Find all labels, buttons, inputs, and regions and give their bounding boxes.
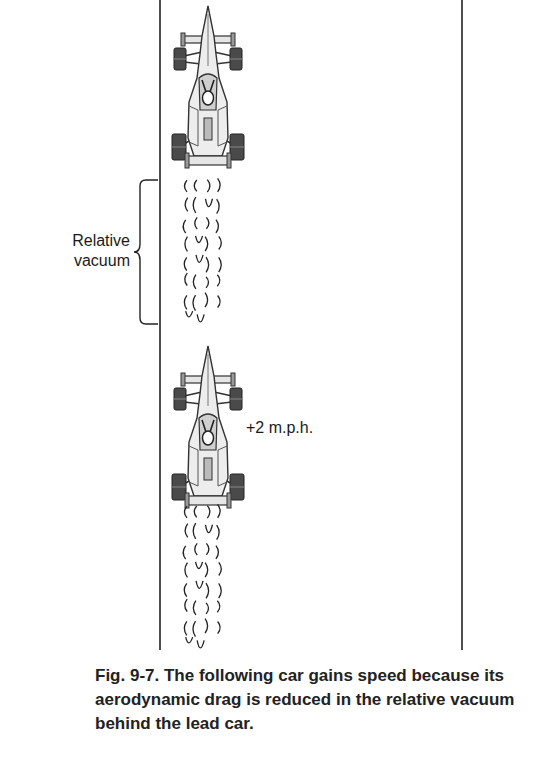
- wake-stroke: [185, 599, 188, 612]
- wake-stroke: [197, 314, 204, 322]
- wake-stroke: [184, 506, 187, 518]
- wake-stroke: [218, 178, 221, 191]
- wake-stroke: [193, 295, 196, 310]
- wake-stroke: [219, 583, 222, 598]
- wake-stroke: [185, 524, 188, 538]
- wake-stroke: [218, 621, 221, 633]
- wake-stroke: [185, 273, 188, 286]
- wake-stroke: [206, 277, 209, 288]
- wake-stroke: [183, 546, 186, 559]
- following-car: [172, 346, 244, 508]
- wake-stroke: [196, 236, 203, 243]
- wake-stroke: [217, 199, 220, 213]
- wake-stroke: [219, 236, 222, 249]
- wake-stroke: [206, 217, 209, 228]
- wake-stroke: [216, 220, 219, 233]
- wake-stroke: [194, 180, 197, 191]
- wake-stroke: [219, 257, 222, 272]
- wake-stroke: [194, 506, 197, 517]
- wake-stroke: [218, 295, 221, 307]
- track-edge: [461, 0, 463, 650]
- wake-stroke: [205, 293, 208, 308]
- wake-stroke: [217, 275, 220, 286]
- wake-stroke: [186, 311, 193, 317]
- wake-stroke: [216, 546, 219, 559]
- wake-stroke: [193, 621, 196, 636]
- figure-caption: Fig. 9-7. The following car gains speed …: [95, 664, 525, 735]
- wake-stroke: [185, 198, 188, 212]
- wake-stroke: [185, 563, 188, 578]
- wake-stroke: [205, 199, 212, 207]
- wake-stroke: [196, 581, 203, 588]
- wake-stroke: [205, 525, 212, 533]
- wake-stroke: [184, 583, 187, 596]
- wake-stroke: [195, 217, 198, 229]
- wake-stroke: [207, 506, 210, 518]
- wake-stroke: [196, 562, 203, 569]
- wake-stroke: [193, 523, 196, 539]
- wake-stroke: [205, 237, 208, 251]
- track-edge: [159, 0, 161, 650]
- air-turbulence: [183, 178, 221, 322]
- wake-stroke: [193, 197, 196, 213]
- wake-stroke: [206, 603, 209, 614]
- wake-stroke: [184, 180, 187, 192]
- wake-stroke: [217, 525, 220, 539]
- wake-stroke: [184, 295, 187, 309]
- wake-stroke: [219, 562, 222, 575]
- lead-car: [172, 6, 244, 168]
- wake-stroke: [186, 637, 193, 643]
- wake-stroke: [195, 543, 198, 555]
- wake-stroke: [193, 275, 196, 289]
- region-label: Relative vacuum: [30, 231, 130, 271]
- wake-stroke: [206, 543, 209, 554]
- wake-stroke: [197, 640, 204, 648]
- wake-stroke: [185, 237, 188, 252]
- wake-stroke: [205, 619, 208, 634]
- wake-stroke: [184, 621, 187, 635]
- wake-stroke: [196, 255, 203, 262]
- wake-stroke: [184, 257, 187, 270]
- wake-stroke: [218, 504, 221, 517]
- wake-stroke: [183, 220, 186, 233]
- bracket: [134, 180, 158, 324]
- air-turbulence: [183, 504, 221, 648]
- speed-label: +2 m.p.h.: [246, 418, 356, 438]
- wake-stroke: [205, 563, 208, 577]
- wake-stroke: [217, 601, 220, 612]
- wake-stroke: [193, 601, 196, 615]
- wake-stroke: [206, 257, 209, 272]
- wake-stroke: [207, 180, 210, 192]
- wake-stroke: [206, 583, 209, 598]
